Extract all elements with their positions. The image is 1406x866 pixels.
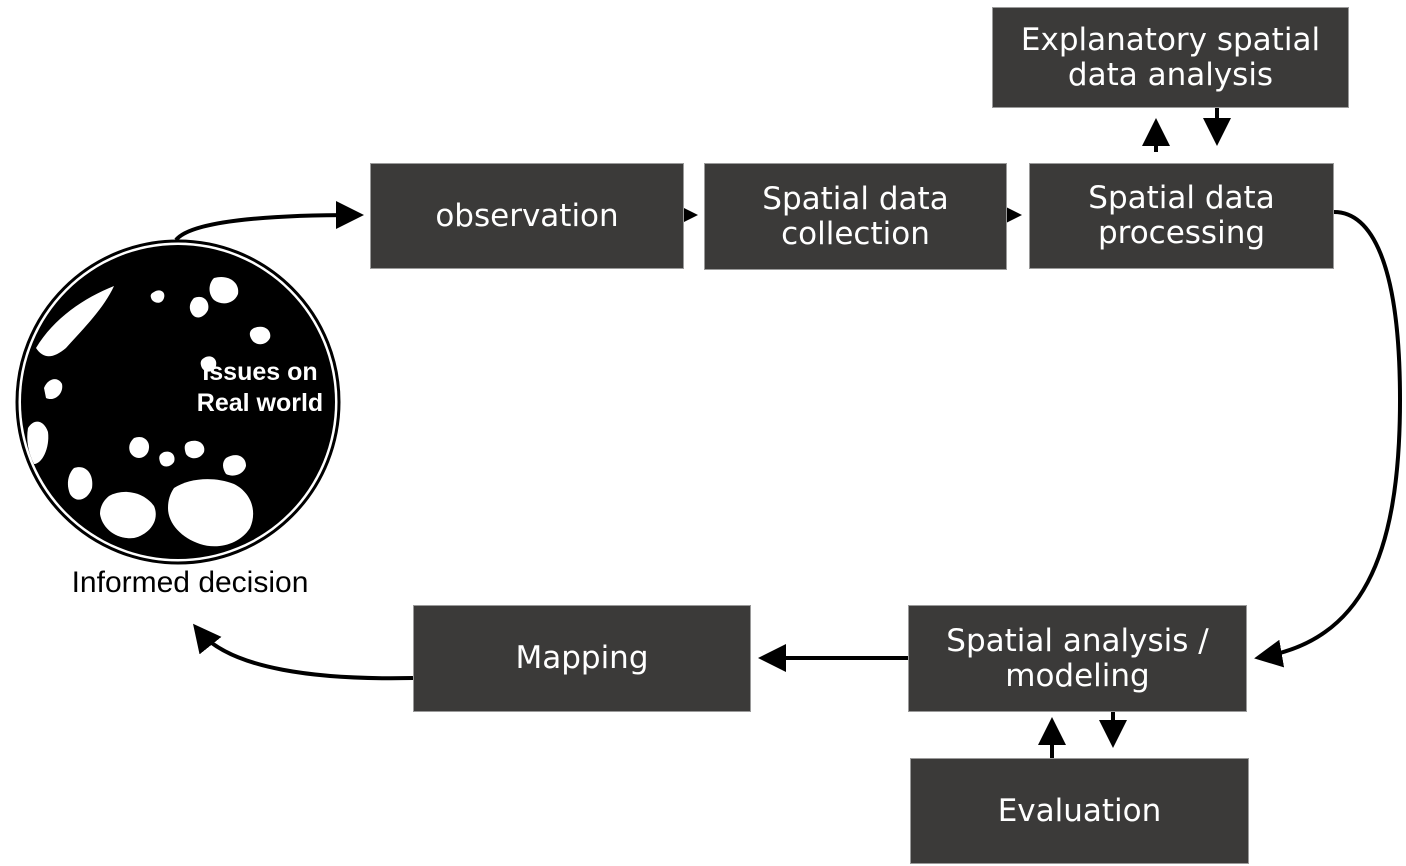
informed-decision-caption: Informed decision — [71, 566, 309, 599]
spatial-analysis-modeling-box: Spatial analysis / modeling — [908, 605, 1247, 712]
explanatory-spatial-data-analysis-box: Explanatory spatial data analysis — [992, 7, 1349, 108]
globe-label: Issues on Real world — [196, 358, 324, 417]
evaluation-box: Evaluation — [910, 758, 1249, 864]
observation-box: observation — [370, 163, 684, 269]
arrow-globe-to-observation — [174, 201, 364, 242]
evaluation-label: Evaluation — [997, 792, 1162, 829]
spatial-data-processing-label: Spatial data processing — [1088, 180, 1275, 251]
observation-label: observation — [435, 197, 619, 234]
spatial-data-processing-box: Spatial data processing — [1029, 163, 1334, 269]
spatial-analysis-modeling-label: Spatial analysis / modeling — [946, 622, 1209, 694]
explanatory-spatial-data-analysis-label: Explanatory spatial data analysis — [1020, 21, 1321, 93]
globe-icon — [15, 239, 341, 565]
mapping-box: Mapping — [413, 605, 751, 712]
spatial-data-collection-label: Spatial data collection — [762, 180, 949, 252]
arrow-processing-to-analysis — [1254, 210, 1403, 668]
arrow-mapping-to-globe — [192, 623, 414, 681]
spatial-data-collection-box: Spatial data collection — [704, 163, 1007, 270]
mapping-label: Mapping — [515, 640, 649, 676]
